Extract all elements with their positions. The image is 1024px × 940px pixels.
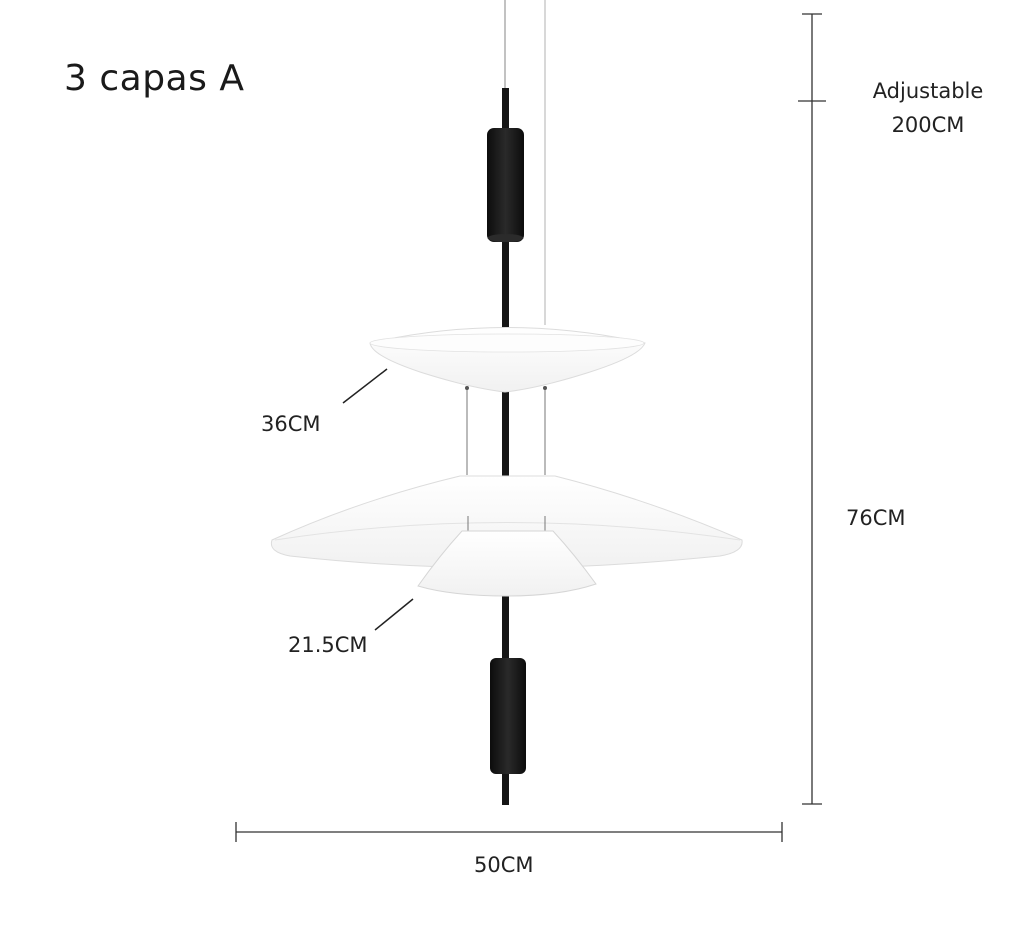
wire-clip (543, 386, 547, 390)
upper-cylinder (487, 128, 524, 242)
lower-cylinder (490, 658, 526, 774)
top-shade-rim (369, 333, 645, 353)
wire-clip (465, 386, 469, 390)
middle-shade-inner-edge (274, 522, 741, 541)
cable-length-label-line1: Adjustable (872, 79, 984, 103)
upper-cylinder-cap (487, 234, 524, 242)
bottom-shade-leader-line (374, 598, 414, 631)
bottom-shade-diameter-label: 21.5CM (288, 633, 368, 657)
bottom-shade (417, 530, 597, 597)
cable-length-label-line2: 200CM (891, 113, 965, 137)
product-title: 3 capas A (64, 58, 245, 99)
central-rod (502, 88, 509, 805)
height-label: 76CM (846, 506, 906, 530)
width-label: 50CM (474, 853, 534, 877)
cable-length-label: Adjustable 200CM (858, 74, 998, 142)
top-shade-leader-line (342, 368, 388, 404)
top-shade-diameter-label: 36CM (261, 412, 321, 436)
